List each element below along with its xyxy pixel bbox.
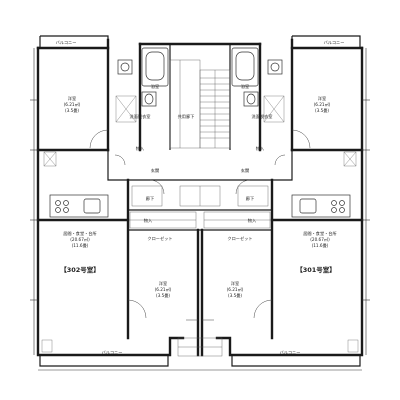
ldk-left-name: 居間・食堂・台所 <box>63 230 97 237</box>
washroom-right-fixtures <box>243 91 285 123</box>
stairwell <box>169 59 231 149</box>
closets <box>129 185 271 229</box>
ldk-right-area: (20.67㎡) <box>310 236 330 242</box>
washroom-right-label: 洗面脱衣室 <box>252 113 273 120</box>
edge-ticks <box>30 48 370 371</box>
bedroom-lower-right-area: (6.21㎡) <box>227 286 244 292</box>
ldk-left-area: (20.67㎡) <box>70 236 90 242</box>
bedroom-upper-right-name: 洋室 <box>318 95 326 102</box>
bath-left-label: 浴室 <box>151 83 159 90</box>
outer-walls <box>36 35 364 367</box>
corridor-right-label: 廊下 <box>246 195 254 202</box>
common-hallway-label: 共用廊下 <box>178 113 195 120</box>
closet-left-label: クローゼット <box>147 235 172 242</box>
storage-right-label: 物入 <box>248 217 257 224</box>
bedroom-upper-left-name: 洋室 <box>68 95 76 102</box>
bedroom-lower-right-tatami: (3.5畳) <box>228 293 242 298</box>
balcony-top-left-label: バルコニー <box>56 40 77 45</box>
washroom-left-fixtures <box>115 91 157 123</box>
balcony-bottom-right-label: バルコニー <box>280 350 301 355</box>
bottom-details <box>41 337 359 357</box>
closet-right-label: クローゼット <box>227 235 252 242</box>
storage-common-left-label: 物入 <box>136 145 145 152</box>
unit-name-right: 【301号室】 <box>296 265 336 274</box>
ldk-right-name: 居間・食堂・台所 <box>303 230 337 237</box>
ldk-left-tatami: (11.6畳) <box>72 243 89 248</box>
unit-name-left: 【302号室】 <box>60 265 100 274</box>
bedroom-upper-right-tatami: (3.5畳) <box>315 108 329 113</box>
ldk-right-tatami: (11.6畳) <box>312 243 329 248</box>
bedroom-upper-right-area: (6.21㎡) <box>314 101 331 107</box>
balcony-bottom-left-label: バルコニー <box>102 350 123 355</box>
bedroom-lower-left-name: 洋室 <box>159 280 167 287</box>
storage-common-right-label: 物入 <box>256 145 265 152</box>
washroom-left-label: 洗面脱衣室 <box>130 113 151 120</box>
bath-right-label: 浴室 <box>241 83 249 90</box>
bedroom-lower-left-area: (6.21㎡) <box>155 286 172 292</box>
kitchen-left <box>43 151 109 218</box>
entrance-right-label: 玄関 <box>241 167 249 174</box>
bath-right <box>231 47 283 87</box>
kitchen-right <box>291 151 357 218</box>
bedroom-upper-left-tatami: (3.5畳) <box>65 108 79 113</box>
bedroom-lower-right-name: 洋室 <box>231 280 239 287</box>
bedroom-upper-left-area: (6.21㎡) <box>64 101 81 107</box>
bedroom-lower-left-tatami: (3.5畳) <box>156 293 170 298</box>
doors <box>89 129 311 321</box>
storage-left-label: 物入 <box>144 217 153 224</box>
bath-left <box>117 47 169 87</box>
balcony-top-right-label: バルコニー <box>324 40 345 45</box>
corridor-left-label: 廊下 <box>146 195 154 202</box>
entrance-left-label: 玄関 <box>151 167 159 174</box>
